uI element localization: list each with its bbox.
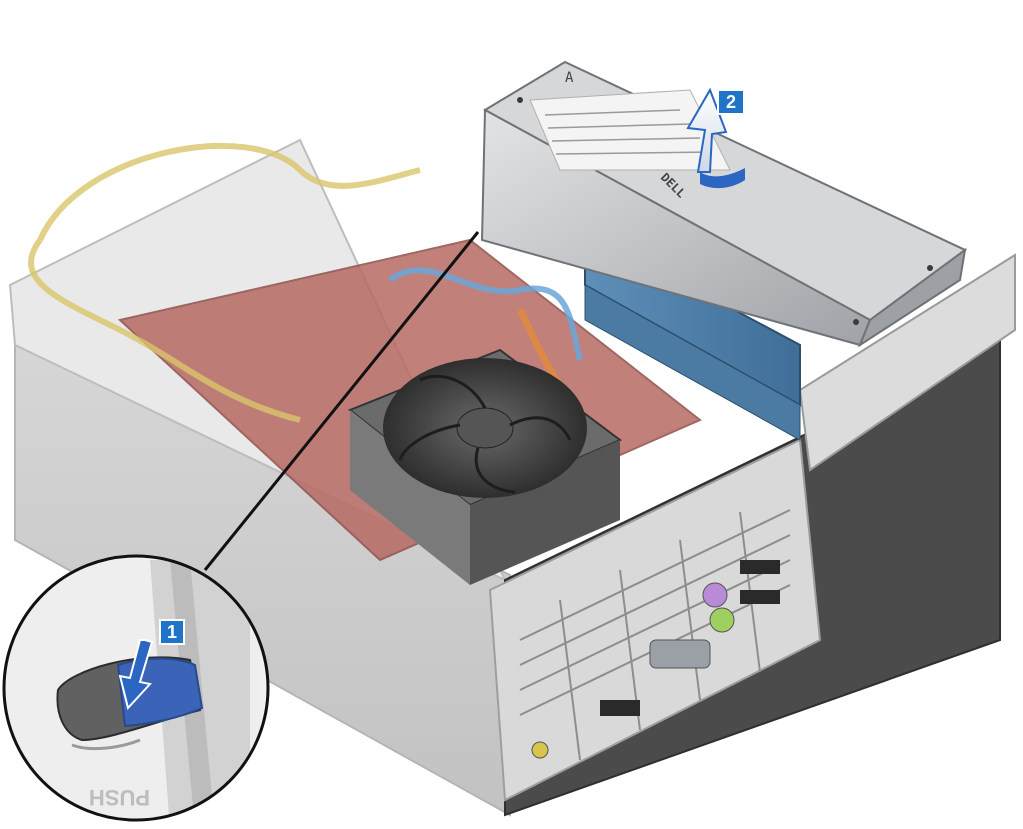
rear-io-ports — [531, 560, 780, 759]
blue-sata-cable — [388, 267, 583, 361]
psu-screws — [517, 97, 933, 325]
step-2-badge: 2 — [717, 89, 745, 115]
push-down-arrow — [118, 639, 154, 711]
rear-bracket — [488, 438, 822, 802]
step-2-number: 2 — [726, 92, 736, 112]
drive-cage — [798, 253, 1016, 472]
callout-leader-line — [203, 231, 480, 571]
psu-bay-letter: A — [565, 70, 574, 86]
power-cable-bundle — [28, 142, 421, 423]
psu-side — [857, 247, 967, 348]
cpu-fan-assembly — [348, 348, 622, 585]
step-1-number: 1 — [167, 622, 177, 642]
step-1-badge: 1 — [159, 619, 185, 645]
power-supply-unit: A DELL — [480, 60, 967, 348]
push-embossed-text: PUSH — [89, 785, 150, 810]
